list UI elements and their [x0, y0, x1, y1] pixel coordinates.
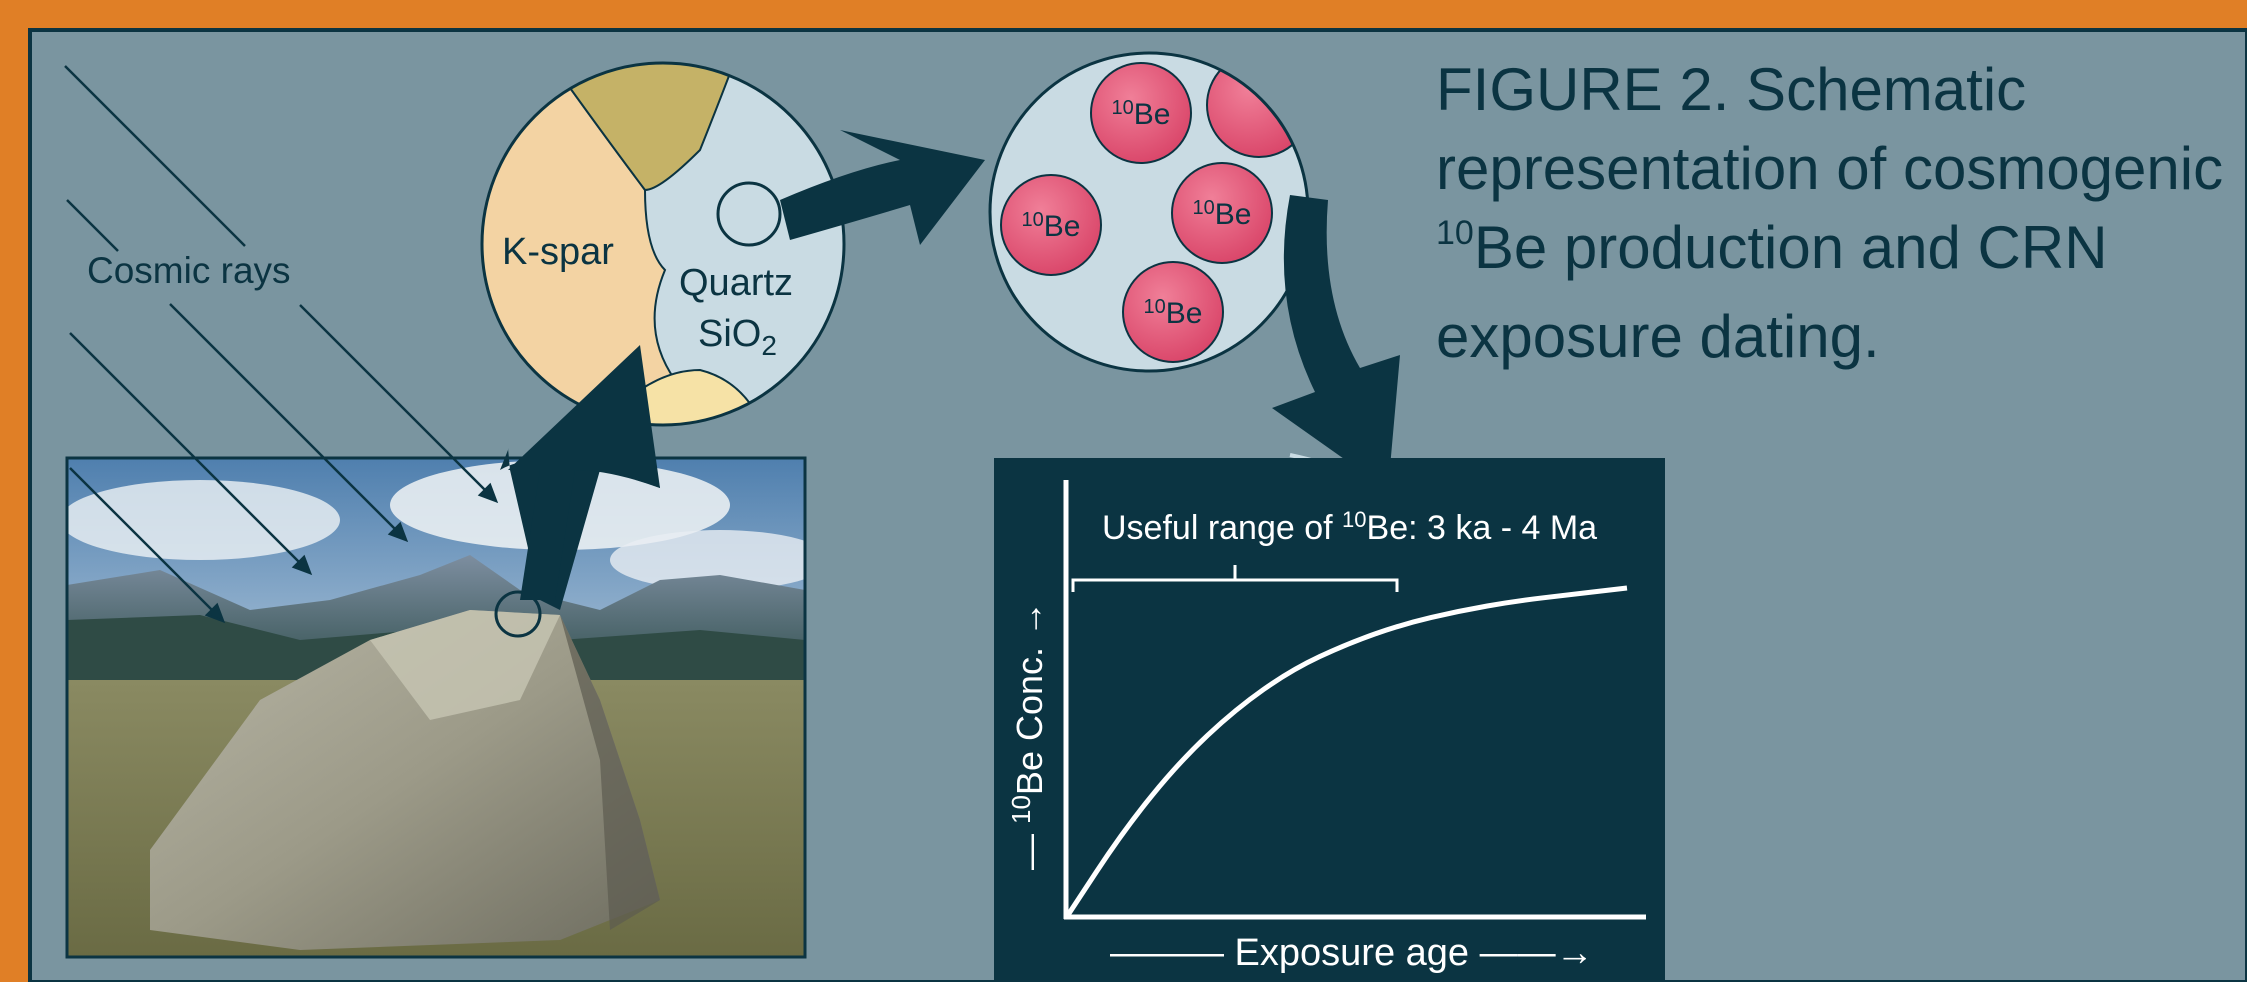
be10-atom-label: 10Be: [1193, 197, 1252, 231]
zoom-arrow: [780, 130, 985, 245]
y-axis-label: — 10Be Conc. →: [1006, 601, 1050, 870]
x-axis-label: ——— Exposure age ——→: [1110, 932, 1594, 974]
sample-circle: [494, 590, 542, 638]
be10-atom-label: 10Be: [1112, 97, 1171, 131]
chart-background: [994, 458, 1665, 982]
exposure-chart: Useful range of 10Be: 3 ka - 4 Ma — 10Be…: [994, 458, 1665, 982]
quartz-label: Quartz: [679, 262, 793, 304]
mineral-grain-circle: [480, 61, 846, 427]
kspar-label: K-spar: [502, 231, 614, 273]
be10-atom: [1171, 162, 1273, 264]
be10-atom-label: 10Be: [1144, 296, 1203, 330]
be10-atom: [1090, 62, 1192, 164]
downward-arrow: [1272, 195, 1400, 490]
concentration-curve: [1065, 585, 1628, 917]
caption-line: 10Be production and CRN: [1436, 214, 2108, 281]
be10-atom: [1000, 174, 1102, 276]
cosmic-rays-label: Cosmic rays: [87, 250, 291, 291]
useful-range-bracket: [1071, 565, 1399, 592]
be10-atom-label: 10Be: [1022, 209, 1081, 243]
useful-range-label: Useful range of 10Be: 3 ka - 4 Ma: [1102, 507, 1597, 547]
sio2-label: SiO2: [698, 313, 777, 361]
caption-line: exposure dating.: [1436, 303, 1880, 370]
caption-line: representation of cosmogenic: [1436, 135, 2224, 202]
figure-caption: FIGURE 2. Schematic representation of co…: [1436, 50, 2236, 376]
cosmic-ray-arrows: [64, 65, 499, 624]
caption-line: FIGURE 2. Schematic: [1436, 56, 2027, 123]
upward-arrow-head: [508, 345, 660, 600]
photo-border: [65, 456, 807, 959]
boulder-photo: [67, 458, 805, 957]
quartz-zoom-circle: [716, 181, 782, 247]
be10-atoms: 10Be 10Be 10Be 10Be: [1000, 62, 1273, 363]
be10-atom: [1122, 261, 1224, 363]
